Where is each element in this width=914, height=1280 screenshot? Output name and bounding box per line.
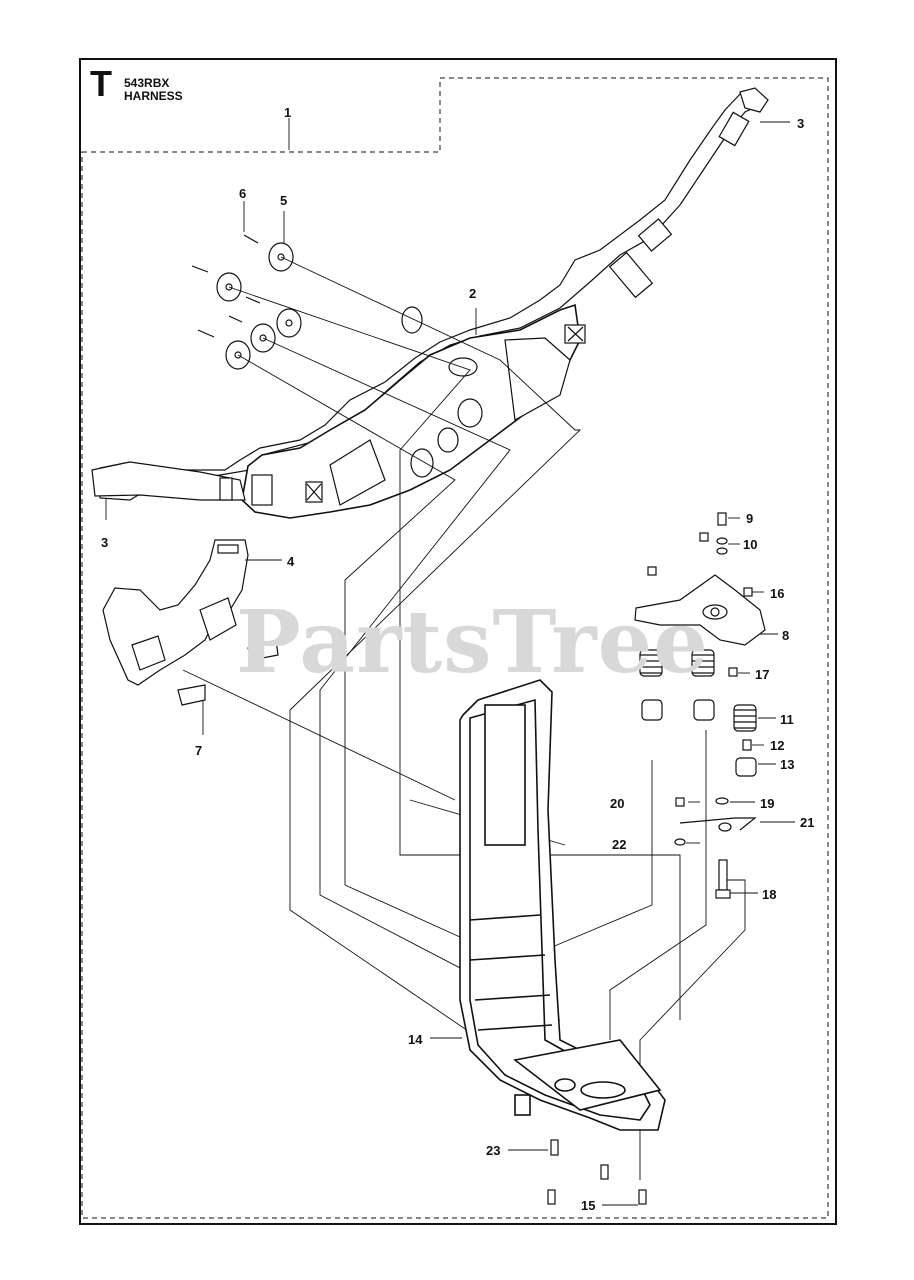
callout-10: 10 (743, 537, 758, 552)
callout-13: 13 (780, 757, 795, 772)
rotating-mount (634, 574, 766, 646)
section-letter: T (90, 63, 112, 104)
callout-21: 21 (800, 815, 815, 830)
callout-16: 16 (770, 586, 785, 601)
small-hardware (547, 512, 757, 1205)
diagram-title: HARNESS (124, 89, 183, 103)
callout-20: 20 (610, 796, 625, 811)
callout-7: 7 (195, 743, 203, 758)
diagram-frame (79, 58, 837, 1225)
callout-3-left: 3 (101, 535, 109, 550)
springs-and-dampers (639, 649, 757, 777)
hip-pad (102, 539, 279, 706)
callout-17: 17 (755, 667, 770, 682)
callout-18: 18 (762, 887, 777, 902)
leader-lines (105, 118, 790, 1180)
model-number: 543RBX (124, 76, 170, 90)
callout-8: 8 (782, 628, 790, 643)
assembly-boundary (81, 77, 829, 1219)
callout-19: 19 (760, 796, 775, 811)
callout-6: 6 (239, 186, 247, 201)
callout-22: 22 (612, 837, 627, 852)
callout-14: 14 (408, 1032, 423, 1047)
callout-1: 1 (284, 105, 292, 120)
callout-4: 4 (287, 554, 295, 569)
washers-and-bolts (191, 234, 302, 370)
callout-11: 11 (780, 712, 794, 727)
callout-2: 2 (469, 286, 477, 301)
mounting-frame (459, 679, 666, 1131)
watermark: PartsTree (236, 592, 710, 693)
callout-12: 12 (770, 738, 785, 753)
callout-3-top: 3 (797, 116, 805, 131)
callout-9: 9 (746, 511, 754, 526)
callout-leaders-right (430, 517, 795, 1206)
callout-15: 15 (581, 1198, 596, 1213)
callout-23: 23 (486, 1143, 501, 1158)
callout-5: 5 (280, 193, 288, 208)
